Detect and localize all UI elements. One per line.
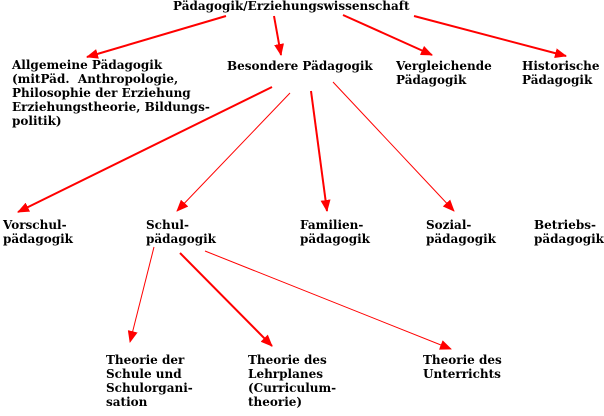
node-familienpaedagogik: Familien- pädagogik <box>300 218 370 246</box>
arrow-besondere-to-schul <box>176 92 291 212</box>
arrow-besondere-to-familien <box>310 90 331 212</box>
node-vergleichende-paedagogik: Vergleichende Pädagogik <box>396 59 492 87</box>
arrow-schul-to-theorie_unterrichts <box>204 250 452 350</box>
arrow-besondere-to-vorschul <box>17 86 273 213</box>
node-theorie-der-schule: Theorie der Schule und Schulorgani- sati… <box>106 353 193 409</box>
arrow-schul-to-theorie_schule <box>127 246 155 343</box>
node-theorie-des-lehrplanes: Theorie des Lehrplanes (Curriculum- theo… <box>248 353 337 409</box>
node-historische-paedagogik: Historische Pädagogik <box>522 59 600 87</box>
arrow-root-to-vergleichende <box>342 14 433 56</box>
arrow-schul-to-theorie_lehrplanes <box>179 252 273 347</box>
arrow-root-to-historische <box>413 15 567 59</box>
node-betriebspaedagogik: Betriebs- pädagogik <box>534 218 604 246</box>
arrow-root-to-besondere <box>273 15 284 56</box>
node-sozialpaedagogik: Sozial- pädagogik <box>426 218 496 246</box>
connector-arrows <box>17 14 567 350</box>
node-besondere-paedagogik: Besondere Pädagogik <box>227 59 373 73</box>
node-allgemeine-paedagogik: Allgemeine Pädagogik (mitPäd. Anthropolo… <box>12 58 210 128</box>
arrow-root-to-allgemeine <box>86 15 227 59</box>
node-schulpaedagogik: Schul- pädagogik <box>146 218 216 246</box>
node-vorschulpaedagogik: Vorschul- pädagogik <box>3 218 73 246</box>
arrow-besondere-to-sozial <box>332 81 455 212</box>
node-theorie-des-unterrichts: Theorie des Unterrichts <box>423 353 502 381</box>
node-root: Pädagogik/Erziehungswissenschaft <box>173 0 410 13</box>
